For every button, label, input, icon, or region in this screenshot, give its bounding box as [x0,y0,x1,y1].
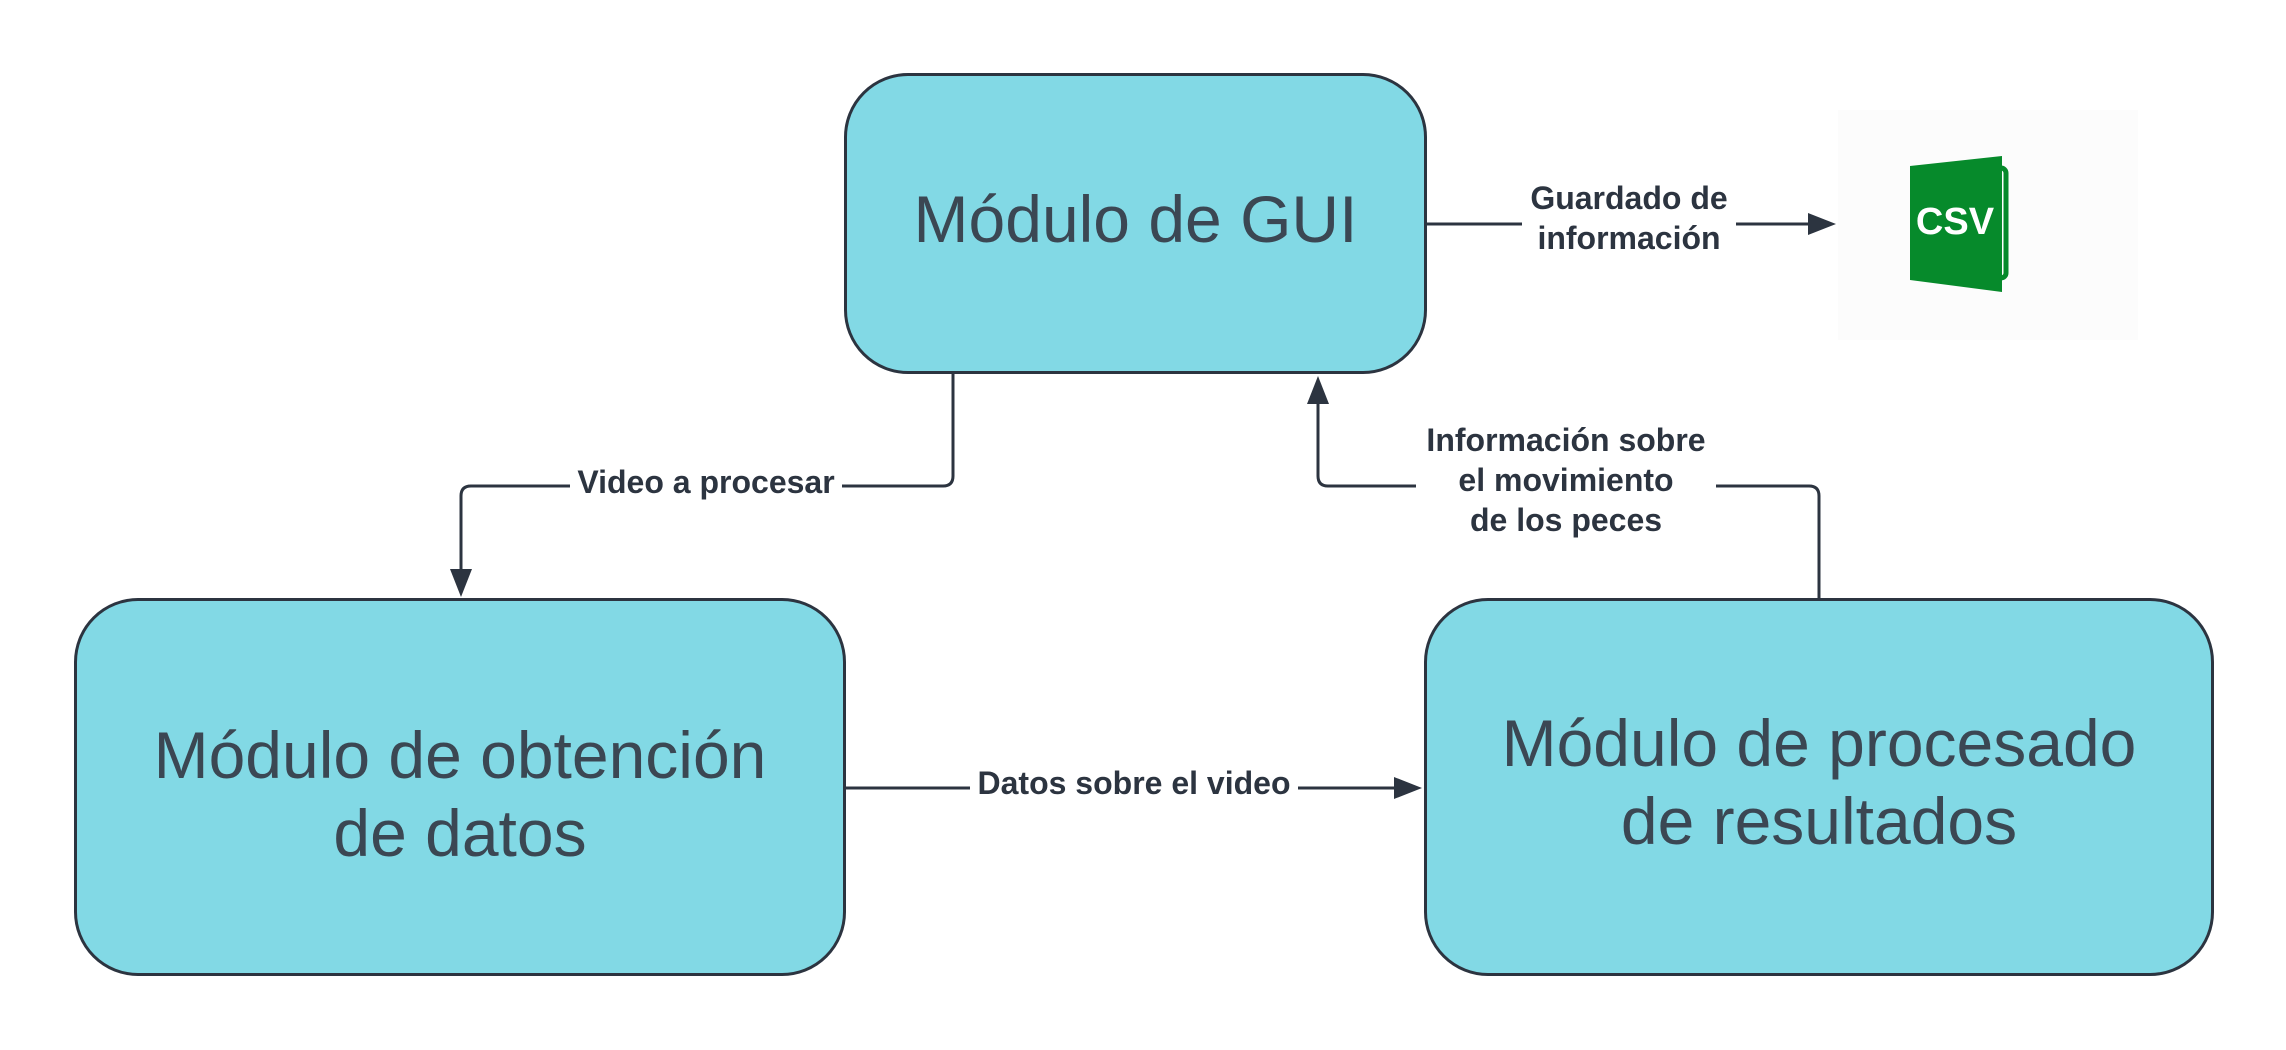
edge-label-datos-line-1: Datos sobre el video [977,765,1291,801]
edge-label-info: Información sobre el movimiento de los p… [1416,420,1716,540]
module-obtencion-box: Módulo de obtención de datos [74,598,846,976]
module-procesado-title-line-1: Módulo de procesado [1501,706,2137,780]
edge-label-video: Video a procesar [570,462,842,502]
module-gui-box: Módulo de GUI [844,73,1427,374]
module-gui-title: Módulo de GUI [913,181,1358,256]
edge-label-info-line-2: el movimiento [1458,462,1674,498]
module-procesado-box: Módulo de procesado de resultados [1424,598,2214,976]
module-procesado-title-line-2: de resultados [1620,784,2018,858]
edge-label-datos: Datos sobre el video [970,763,1298,803]
edge-label-video-line-1: Video a procesar [577,464,835,500]
csv-icon-text: CSV [1916,201,1995,243]
edge-label-guardado-line-2: información [1537,220,1721,256]
edge-label-info-line-1: Información sobre [1426,422,1706,458]
module-obtencion-title-line-1: Módulo de obtención [153,718,767,792]
edge-label-guardado: Guardado de información [1522,178,1736,258]
edge-label-info-line-3: de los peces [1469,502,1663,538]
edge-label-guardado-line-1: Guardado de [1530,180,1728,216]
csv-file-icon: CSV [1838,110,2138,340]
module-obtencion-title-line-2: de datos [333,796,587,870]
